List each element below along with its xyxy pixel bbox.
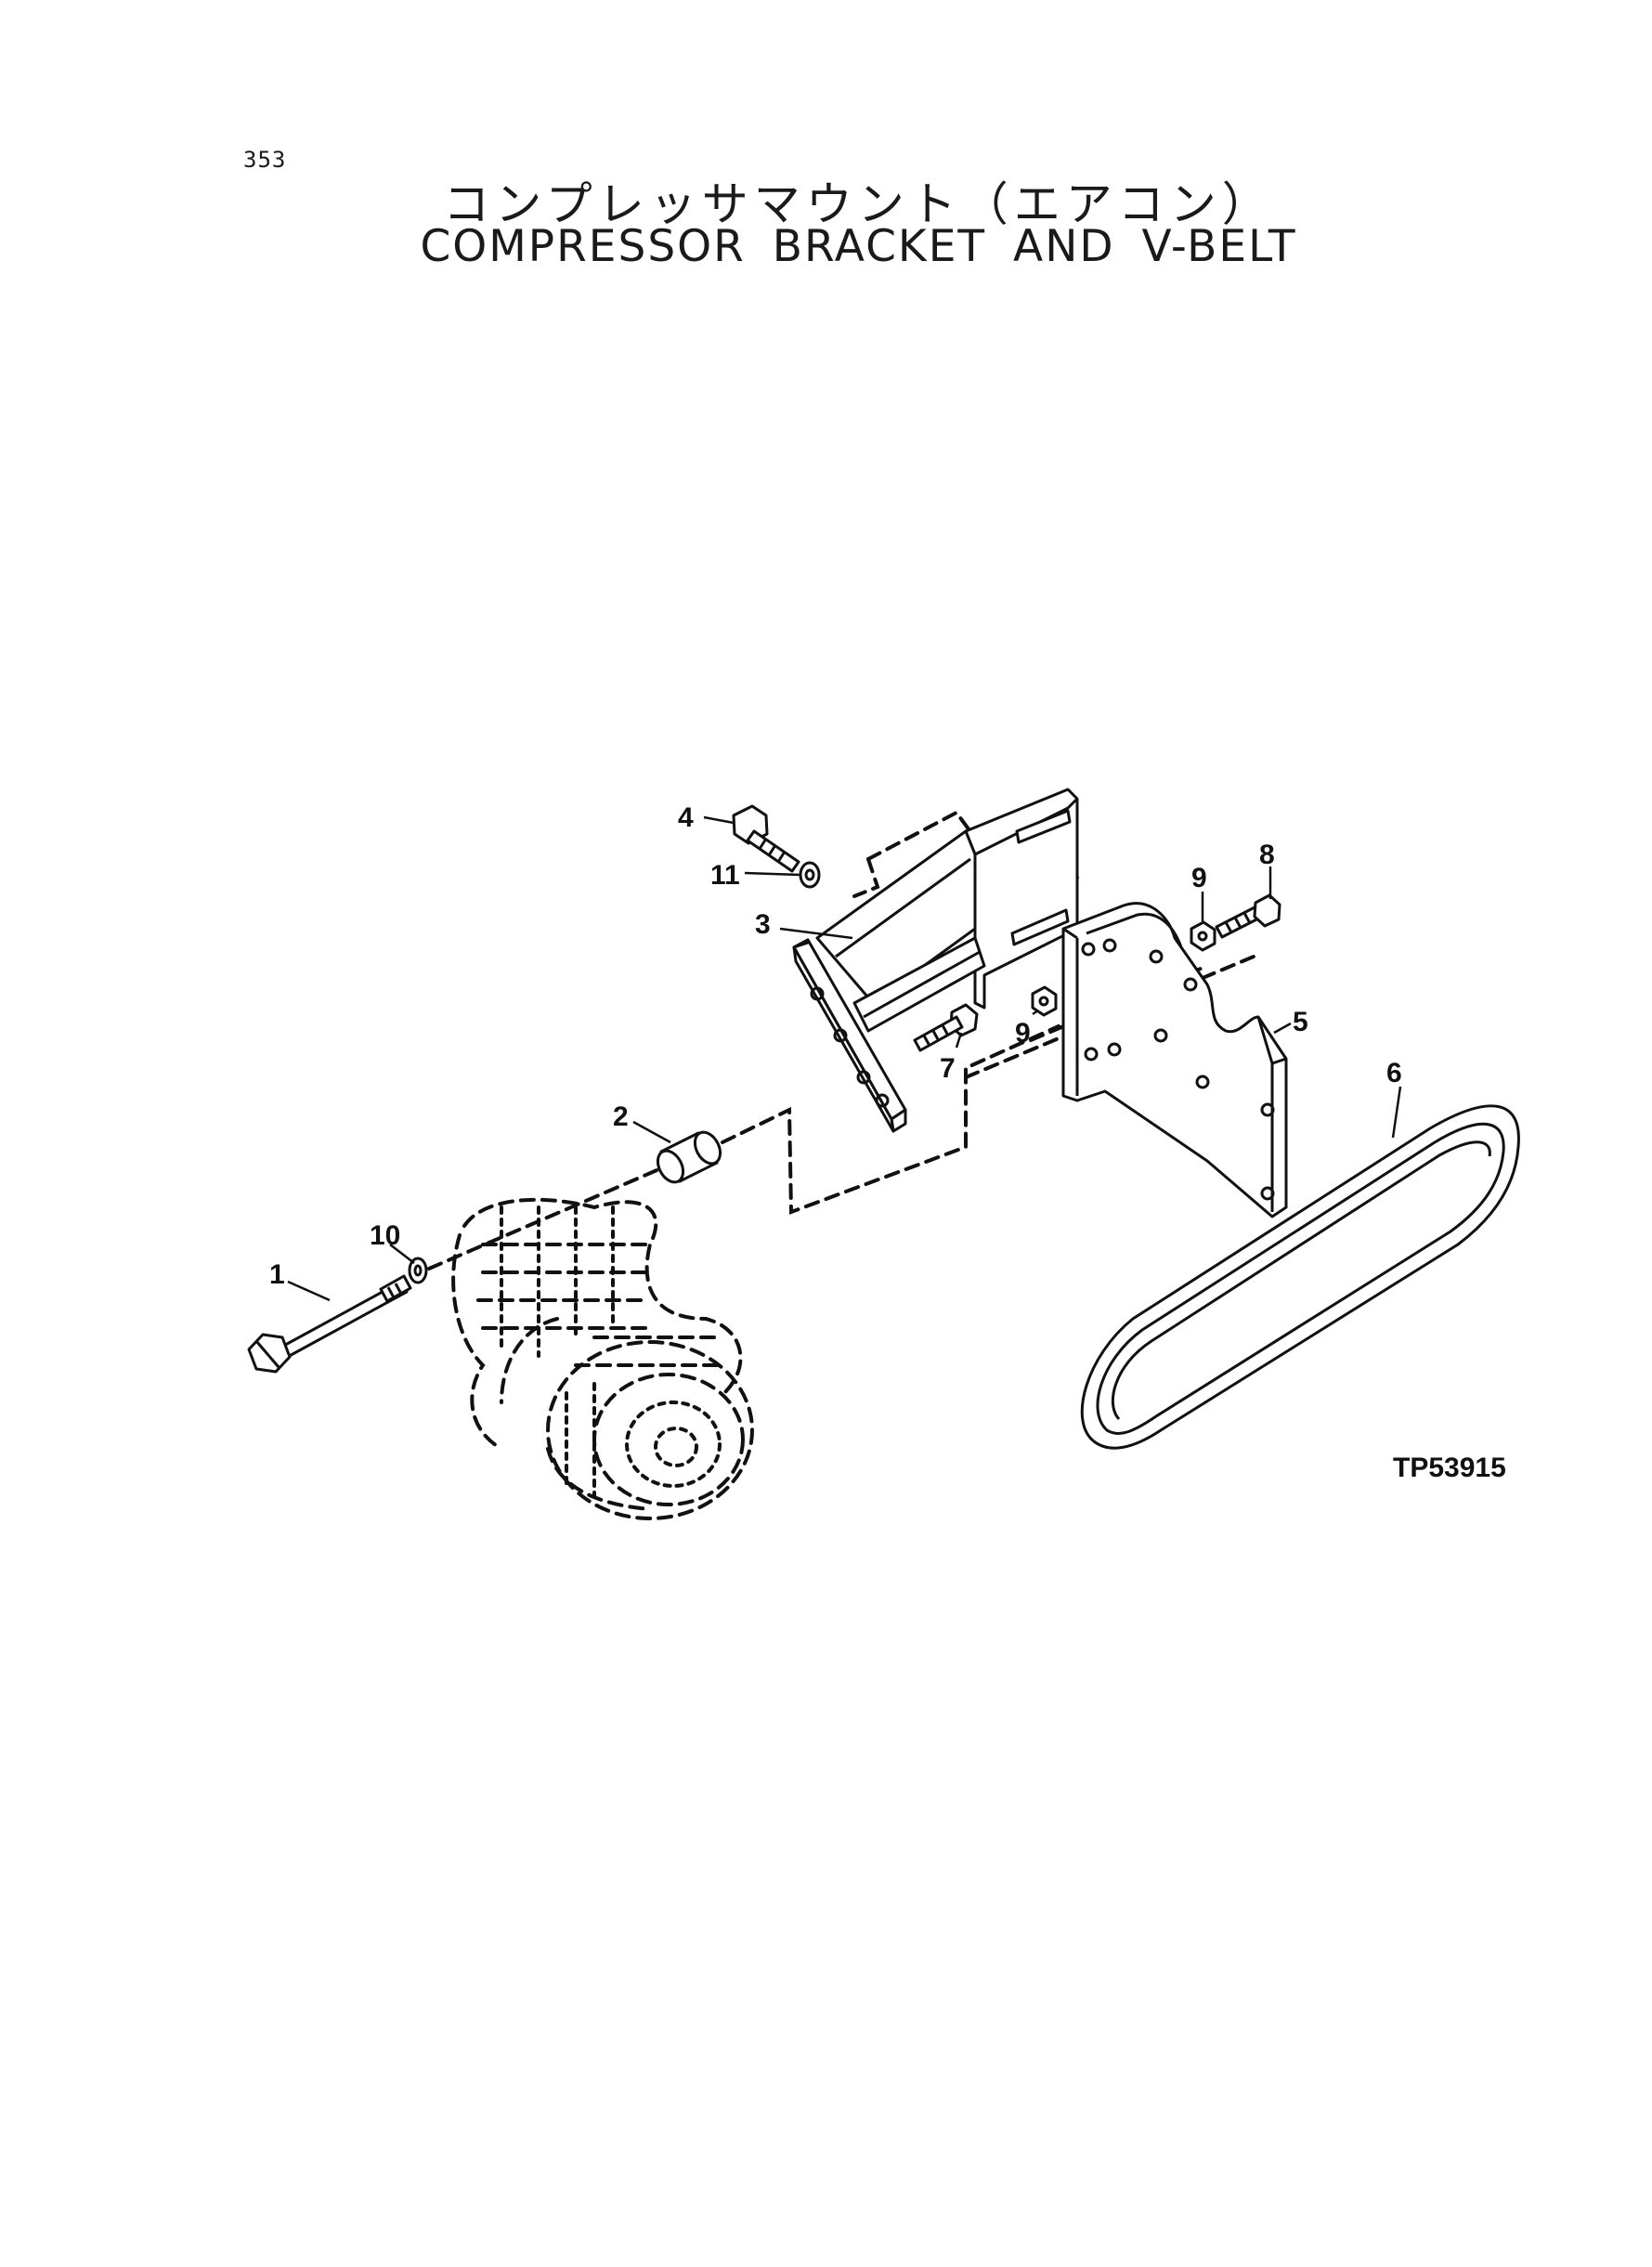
page-number: 353 (243, 147, 287, 173)
callout-7: 7 (940, 1053, 956, 1084)
part-spacer (656, 1130, 722, 1184)
figure-id: TP53915 (1393, 1453, 1506, 1483)
callout-4: 4 (678, 802, 694, 833)
callout-3: 3 (755, 909, 771, 940)
callout-5: 5 (1293, 1007, 1308, 1037)
compressor-phantom-drawing (451, 1197, 754, 1520)
part-washer-small (799, 861, 821, 889)
part-compressor-bracket (792, 788, 1079, 1133)
callout-10: 10 (370, 1220, 400, 1251)
callout-2: 2 (613, 1101, 629, 1132)
part-nut-lower (1031, 985, 1058, 1017)
part-nut-upper (1190, 920, 1216, 952)
callout-labels: 1 2 3 4 5 6 7 8 9 9 10 11 (269, 802, 1402, 1290)
part-v-belt (1080, 1104, 1520, 1450)
part-bolt-long (247, 1274, 412, 1374)
callout-9-lower: 9 (1015, 1018, 1031, 1049)
part-bolt-short (913, 1003, 979, 1052)
page-title-japanese: コンプレッサマウント（エアコン） (443, 177, 1274, 231)
callout-11: 11 (710, 860, 740, 891)
callout-6: 6 (1386, 1058, 1402, 1088)
leader-lines (287, 815, 1402, 1302)
part-bolt-flange (732, 804, 800, 873)
callout-8: 8 (1259, 840, 1275, 870)
part-bolt-upper-right (1215, 893, 1281, 939)
callout-9-upper: 9 (1191, 863, 1207, 893)
part-washer (408, 1257, 428, 1284)
part-mounting-plate (1061, 902, 1288, 1218)
page-title-english: COMPRESSOR BRACKET AND V-BELT (420, 221, 1297, 272)
callout-1: 1 (269, 1259, 285, 1290)
